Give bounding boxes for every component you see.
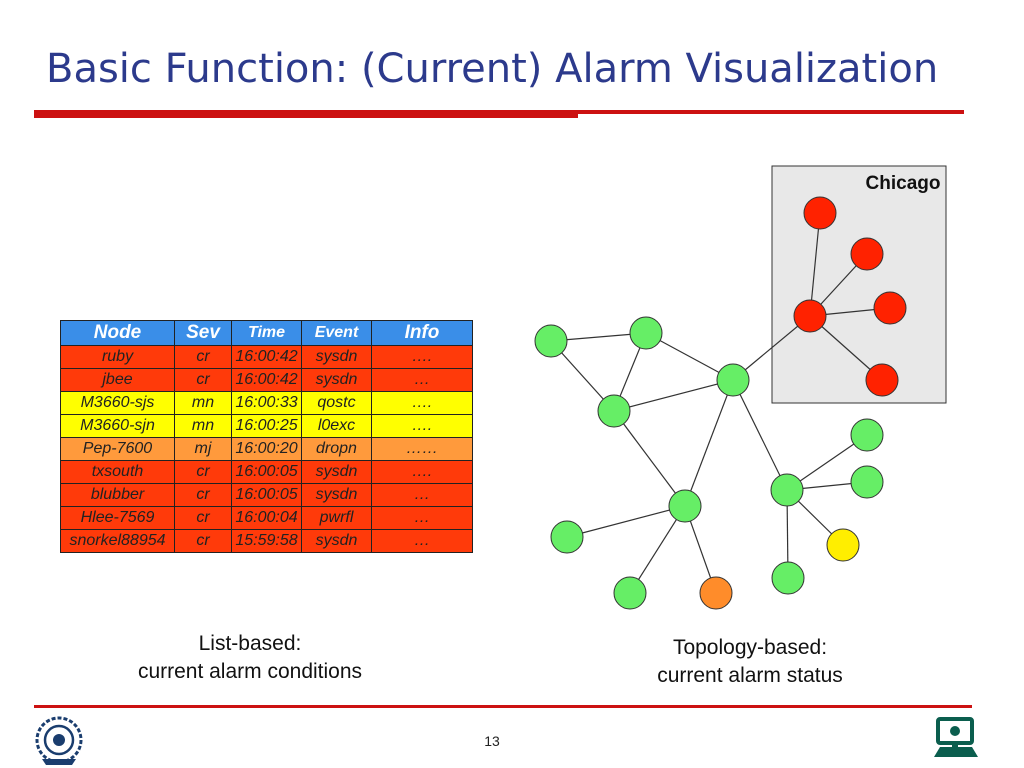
cell-info: …	[371, 368, 473, 392]
topology-link	[809, 212, 821, 317]
topology-node-critical	[793, 299, 827, 333]
cell-sev: cr	[174, 368, 232, 392]
topology-nodes	[534, 196, 907, 610]
topology-link	[613, 379, 734, 412]
cell-event: qostc	[301, 391, 372, 415]
cell-info: ……	[371, 437, 473, 461]
topology-link	[684, 379, 734, 507]
topology-node-ok	[771, 561, 805, 595]
table-row: Pep-7600 mj 16:00:20 dropn ……	[60, 437, 473, 461]
list-caption-line1: List-based:	[198, 632, 302, 655]
topology-node-ok	[534, 324, 568, 358]
chicago-region	[771, 165, 947, 404]
topology-node-ok	[613, 576, 647, 610]
cell-node: snorkel88954	[60, 529, 175, 553]
topology-node-ok	[597, 394, 631, 428]
cell-info: …	[371, 483, 473, 507]
table-row: jbee cr 16:00:42 sysdn …	[60, 368, 473, 392]
cell-time: 15:59:58	[231, 529, 302, 553]
cell-sev: cr	[174, 529, 232, 553]
header-info: Info	[371, 320, 473, 346]
cell-node: Pep-7600	[60, 437, 175, 461]
topology-node-ok	[668, 489, 702, 523]
topology-caption: Topology-based: current alarm status	[620, 634, 880, 690]
topology-node-ok	[629, 316, 663, 350]
footer-rule	[34, 705, 972, 708]
topology-node-ok	[550, 520, 584, 554]
table-row: M3660-sjn mn 16:00:25 l0exc ….	[60, 414, 473, 438]
cell-event: sysdn	[301, 529, 372, 553]
cell-time: 16:00:42	[231, 345, 302, 369]
university-logo	[35, 716, 83, 765]
cell-sev: mn	[174, 391, 232, 415]
table-row: M3660-sjs mn 16:00:33 qostc ….	[60, 391, 473, 415]
cell-event: sysdn	[301, 345, 372, 369]
topology-caption-line1: Topology-based:	[672, 636, 828, 659]
topology-node-critical	[865, 363, 899, 397]
topology-link	[629, 505, 686, 594]
cell-sev: mj	[174, 437, 232, 461]
topology-node-critical	[873, 291, 907, 325]
alarm-table-header: Node Sev Time Event Info	[60, 320, 473, 346]
topology-link	[732, 379, 788, 491]
header-sev: Sev	[174, 320, 232, 346]
cell-sev: cr	[174, 345, 232, 369]
cell-info: …	[371, 506, 473, 530]
table-row: txsouth cr 16:00:05 sysdn ….	[60, 460, 473, 484]
cell-info: …	[371, 529, 473, 553]
department-logo	[934, 717, 978, 757]
table-row: snorkel88954 cr 15:59:58 sysdn …	[60, 529, 473, 553]
cell-node: ruby	[60, 345, 175, 369]
cell-event: dropn	[301, 437, 372, 461]
topology-link	[732, 315, 811, 381]
page-number: 13	[484, 733, 500, 749]
table-row: blubber cr 16:00:05 sysdn …	[60, 483, 473, 507]
table-row: Hlee-7569 cr 16:00:04 pwrfl …	[60, 506, 473, 530]
title-underline-thick	[34, 110, 578, 118]
cell-event: sysdn	[301, 483, 372, 507]
list-caption: List-based: current alarm conditions	[110, 630, 390, 686]
topology-link	[613, 410, 686, 507]
topology-node-ok	[770, 473, 804, 507]
cell-event: sysdn	[301, 460, 372, 484]
title-underline-thin	[34, 110, 964, 114]
header-event: Event	[301, 320, 372, 346]
topology-node-major	[699, 576, 733, 610]
slide-title: Basic Function: (Current) Alarm Visualiz…	[46, 46, 939, 92]
topology-node-ok	[850, 465, 884, 499]
cell-node: M3660-sjs	[60, 391, 175, 415]
cell-time: 16:00:33	[231, 391, 302, 415]
cell-sev: mn	[174, 414, 232, 438]
cell-node: M3660-sjn	[60, 414, 175, 438]
topology-node-minor	[826, 528, 860, 562]
cell-time: 16:00:04	[231, 506, 302, 530]
cell-info: ….	[371, 345, 473, 369]
cell-node: Hlee-7569	[60, 506, 175, 530]
topology-node-ok	[716, 363, 750, 397]
topology-node-critical	[850, 237, 884, 271]
cell-event: l0exc	[301, 414, 372, 438]
cell-node: jbee	[60, 368, 175, 392]
header-node: Node	[60, 320, 175, 346]
region-label: Chicago	[866, 173, 941, 194]
cell-sev: cr	[174, 506, 232, 530]
alarm-table: Node Sev Time Event Info ruby cr 16:00:4…	[60, 320, 473, 553]
cell-node: txsouth	[60, 460, 175, 484]
cell-time: 16:00:42	[231, 368, 302, 392]
cell-time: 16:00:25	[231, 414, 302, 438]
table-row: ruby cr 16:00:42 sysdn ….	[60, 345, 473, 369]
list-caption-line2: current alarm conditions	[137, 660, 363, 683]
cell-time: 16:00:20	[231, 437, 302, 461]
topology-node-ok	[850, 418, 884, 452]
cell-time: 16:00:05	[231, 460, 302, 484]
topology-caption-line2: current alarm status	[657, 664, 843, 687]
topology-node-critical	[803, 196, 837, 230]
topology-link	[566, 505, 686, 538]
header-time: Time	[231, 320, 302, 346]
